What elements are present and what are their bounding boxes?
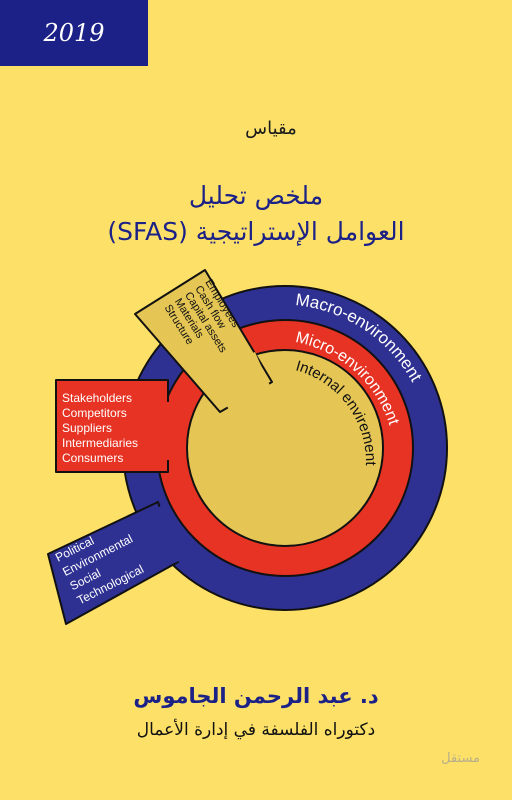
author-degree: دكتوراه الفلسفة في إدارة الأعمال [136, 720, 376, 740]
internal-environment-shape [134, 269, 384, 547]
scale-label: مقياس [245, 118, 297, 139]
title-line-1: ملخص تحليل [188, 181, 324, 210]
year-box: 2019 [0, 0, 148, 66]
micro-item: Suppliers [62, 421, 112, 435]
watermark-logo: مستقل [441, 751, 480, 766]
environment-diagram: Macro-environment Micro-environment Inte… [47, 269, 448, 625]
book-title: ملخص تحليل العوامل الإستراتيجية (SFAS) [0, 178, 512, 250]
micro-item: Stakeholders [62, 391, 132, 405]
year-label: 2019 [43, 19, 105, 47]
micro-item: Consumers [62, 451, 123, 465]
micro-item: Intermediaries [62, 436, 138, 450]
author-name: د. عبد الرحمن الجاموس [133, 684, 379, 708]
micro-item: Competitors [62, 406, 127, 420]
title-line-2: العوامل الإستراتيجية (SFAS) [107, 217, 405, 246]
